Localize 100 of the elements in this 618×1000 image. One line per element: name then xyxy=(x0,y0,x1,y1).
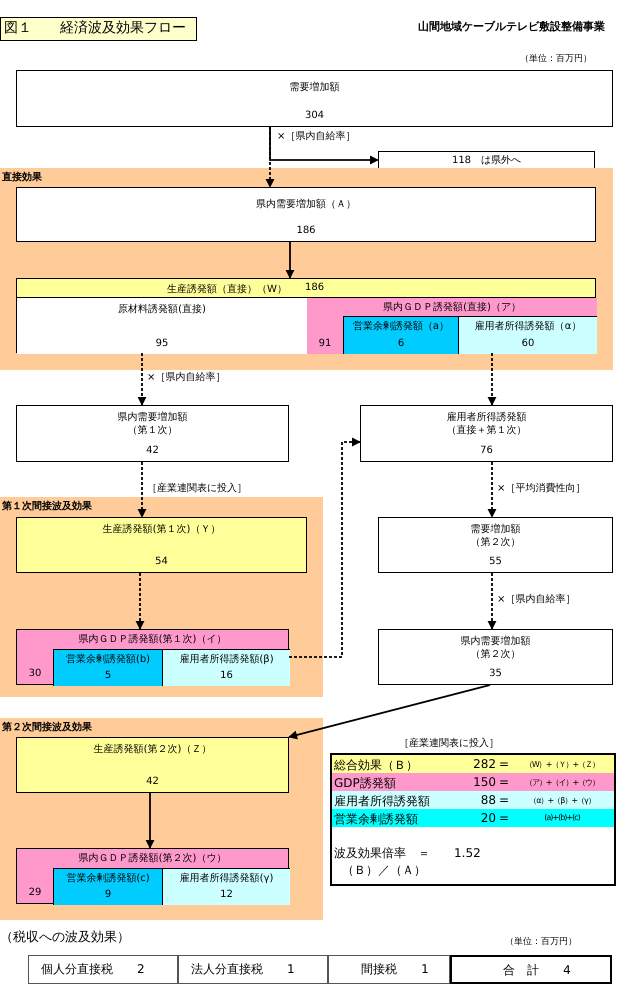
row-label: GDP誘発額 xyxy=(334,775,397,792)
row-value: 150 xyxy=(472,775,496,789)
node-title: 雇用者所得誘発額(β) xyxy=(178,653,275,666)
node-value: 5 xyxy=(104,669,112,682)
gdp-box xyxy=(16,629,289,685)
arrow xyxy=(136,573,144,630)
arrow xyxy=(269,127,379,164)
value-box xyxy=(53,649,162,686)
node-title: 県内需要増加額（第２次） xyxy=(460,635,532,661)
arrow xyxy=(146,793,154,849)
effect-band xyxy=(0,497,323,697)
node-title: 県内ＧＤＰ誘発額(第１次)（イ） xyxy=(78,633,228,646)
value-box xyxy=(458,316,597,354)
node-title: 営業余剰誘発額(c) xyxy=(65,872,151,885)
process-box xyxy=(16,187,596,242)
tax-cell: 個人分直接税 2 xyxy=(28,955,178,984)
value-box xyxy=(162,649,290,686)
formula: （α）+（β）+（γ） xyxy=(528,795,596,806)
node-value: 16 xyxy=(219,669,234,682)
value-box xyxy=(343,316,458,354)
multiplier-text: 波及効果倍率 ＝ 1.52 xyxy=(334,845,481,862)
arrow xyxy=(488,462,496,518)
summary-table xyxy=(330,753,616,886)
process-box xyxy=(16,737,289,793)
arrow xyxy=(488,353,496,406)
equals-sign: = xyxy=(498,811,510,825)
band-title: 第１次間接波及効果 xyxy=(2,500,92,513)
tax-cell: 法人分直接税 1 xyxy=(178,955,328,984)
node-value: 42 xyxy=(145,775,160,788)
band-title: 直接効果 xyxy=(2,170,42,184)
tax-cell: 間接税 1 xyxy=(328,955,450,984)
node-value: 42 xyxy=(145,444,160,457)
equals-sign: = xyxy=(498,793,510,807)
figure-title: 図１ 経済波及効果フロー xyxy=(0,17,197,41)
node-title: 118 は県外へ xyxy=(450,154,522,167)
node-title: 生産誘発額(第１次)（Ｙ） xyxy=(102,523,220,536)
node-title: 生産誘発額（直接）（W） xyxy=(167,282,287,296)
row-value: 20 xyxy=(480,811,496,825)
node-value: 54 xyxy=(154,555,169,568)
arrow xyxy=(488,573,496,630)
unit-note: （単位：百万円） xyxy=(520,52,592,65)
formula: （Ｂ）／（Ａ） xyxy=(342,862,426,879)
node-value: 35 xyxy=(488,667,503,680)
gdp-box xyxy=(16,848,289,904)
process-box xyxy=(360,405,613,462)
row-label: 総合効果（Ｂ） xyxy=(334,757,419,774)
node-title: 県内ＧＤＰ誘発額(直接)（ア） xyxy=(382,301,522,314)
node-title: 雇用者所得誘発額（α） xyxy=(474,320,582,333)
equals-sign: = xyxy=(498,775,510,789)
row-value: 282 xyxy=(472,757,496,771)
node-value: 95 xyxy=(154,337,170,350)
formula: （W）+（Ｙ）+（Ｚ） xyxy=(524,759,600,770)
row-value: 88 xyxy=(480,793,496,807)
unit-note: （単位：百万円） xyxy=(505,936,577,948)
gdp-box xyxy=(307,298,597,354)
node-title: 需要増加額（第２次） xyxy=(470,523,522,549)
node-title: 原材料誘発額(直接) xyxy=(118,303,206,316)
node-value: 60 xyxy=(520,337,536,350)
effect-band xyxy=(0,718,323,920)
node-title: 営業余剰誘発額（a） xyxy=(352,320,450,333)
node-title: 雇用者所得誘発額（直接＋第１次） xyxy=(446,411,528,437)
node-title: 需要増加額 xyxy=(290,81,340,94)
formula: （ア）+（イ）+（ウ） xyxy=(524,777,600,788)
node-value: 91 xyxy=(318,337,332,350)
process-box xyxy=(16,405,289,462)
band-title: 第２次間接波及効果 xyxy=(2,720,92,734)
process-box xyxy=(378,517,613,573)
arrow xyxy=(289,438,361,658)
node-value: 12 xyxy=(219,888,234,901)
node-title: 県内需要増加額（第１次） xyxy=(116,411,188,437)
process-box xyxy=(378,629,613,685)
row-label: 営業余剰誘発額 xyxy=(334,811,419,828)
project-name: 山間地域ケーブルテレビ敷設整備事業 xyxy=(418,20,606,33)
node-title: 生産誘発額(第２次)（Ｚ） xyxy=(94,743,212,756)
row-label: 雇用者所得誘発額 xyxy=(334,793,431,810)
node-value: 9 xyxy=(104,888,112,901)
node-value: 30 xyxy=(28,667,42,680)
node-title: 県内ＧＤＰ誘発額(第２次)（ウ） xyxy=(78,852,228,865)
node-title: 営業余剰誘発額(b) xyxy=(64,653,152,666)
arrow xyxy=(138,353,146,406)
node-value: 76 xyxy=(479,444,494,457)
node-value: 304 xyxy=(304,109,326,122)
node-value: 29 xyxy=(28,886,42,899)
formula: (a)+(b)+(c) xyxy=(543,813,581,822)
arrow xyxy=(286,242,294,279)
node-value: 55 xyxy=(488,555,503,568)
node-value: 6 xyxy=(396,337,406,350)
value-box xyxy=(162,868,290,905)
process-box xyxy=(16,70,613,127)
arrow xyxy=(138,462,146,518)
section-heading: （税収への波及効果） xyxy=(0,929,130,946)
node-value: 186 xyxy=(295,224,317,237)
production-box xyxy=(16,278,596,353)
effect-band xyxy=(0,168,613,370)
value-box xyxy=(53,868,162,905)
tax-cell: 合 計 4 xyxy=(450,955,612,984)
node-title: 県内需要増加額（Ａ） xyxy=(256,198,356,211)
equals-sign: = xyxy=(498,757,510,771)
node-title: 雇用者所得誘発額(γ) xyxy=(178,872,274,885)
process-box xyxy=(16,517,307,573)
